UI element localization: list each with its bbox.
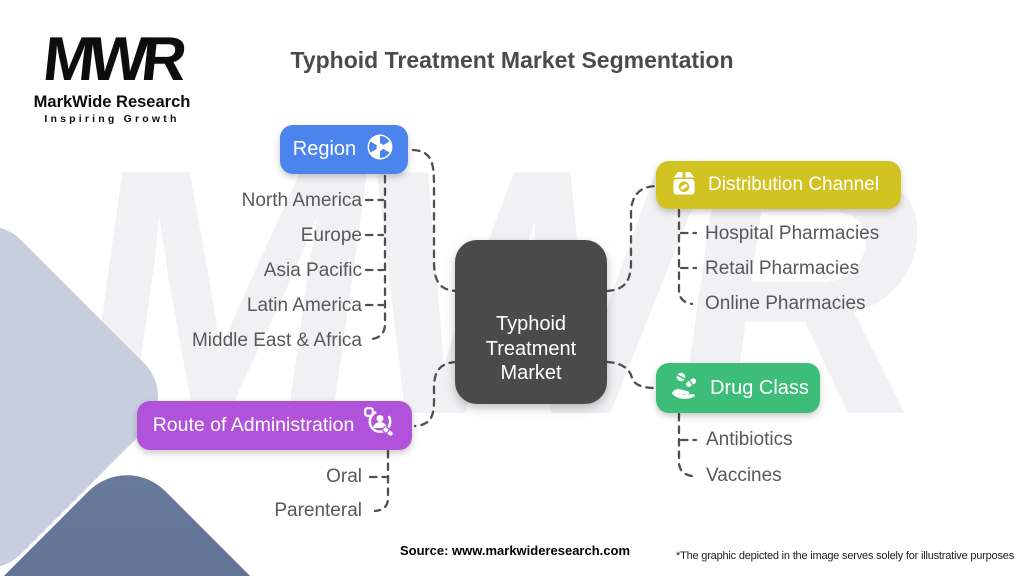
list-item: Oral [326, 466, 362, 487]
list-item: Latin America [246, 295, 362, 316]
region-item-list: North America Europe Asia Pacific Latin … [192, 183, 362, 358]
source-text: Source: www.markwideresearch.com [400, 543, 631, 558]
segment-chip-distribution-channel-label: Distribution Channel [708, 174, 880, 195]
logo-tagline: Inspiring Growth [44, 112, 180, 125]
markwide-logo: MWR MarkWide Research Inspiring Growth [28, 25, 196, 125]
center-node-line: Treatment [485, 337, 577, 360]
segment-chip-drug-class-label: Drug Class [710, 376, 809, 399]
list-item: Europe [300, 225, 362, 246]
list-item: Online Pharmacies [705, 293, 866, 314]
center-node-line: Market [500, 362, 562, 384]
list-item: Antibiotics [706, 429, 793, 450]
segment-chip-drug-class: Drug Class [656, 363, 820, 413]
list-item: Middle East & Africa [191, 330, 362, 351]
medicine-box-icon [669, 168, 699, 202]
list-item: Vaccines [706, 465, 782, 486]
page-title: Typhoid Treatment Market Segmentation [290, 47, 734, 73]
list-item: Parenteral [274, 500, 362, 521]
center-node-line: Typhoid [495, 313, 567, 335]
segment-chip-region-label: Region [292, 138, 357, 160]
drug-class-item-list: Antibiotics Vaccines [706, 422, 793, 494]
globe-icon [365, 132, 395, 168]
list-item: Retail Pharmacies [705, 258, 860, 279]
hand-pills-icon [669, 370, 701, 406]
list-item: North America [241, 190, 362, 211]
logo-company-name: MarkWide Research [33, 92, 191, 111]
list-item: Asia Pacific [263, 260, 362, 281]
segment-chip-route-of-administration-label: Route of Administration [152, 414, 355, 436]
disclaimer-text: *The graphic depicted in the image serve… [676, 550, 1014, 562]
distribution-item-list: Hospital Pharmacies Retail Pharmacies On… [705, 216, 879, 321]
segment-chip-region: Region [280, 125, 408, 174]
center-market-node: Typhoid Treatment Market [455, 240, 607, 404]
segment-chip-route-of-administration: Route of Administration [137, 401, 412, 450]
route-item-list: Oral Parenteral [274, 460, 362, 528]
list-item: Hospital Pharmacies [705, 223, 880, 244]
segment-chip-distribution-channel: Distribution Channel [656, 161, 901, 209]
patient-pill-icon [363, 406, 396, 445]
